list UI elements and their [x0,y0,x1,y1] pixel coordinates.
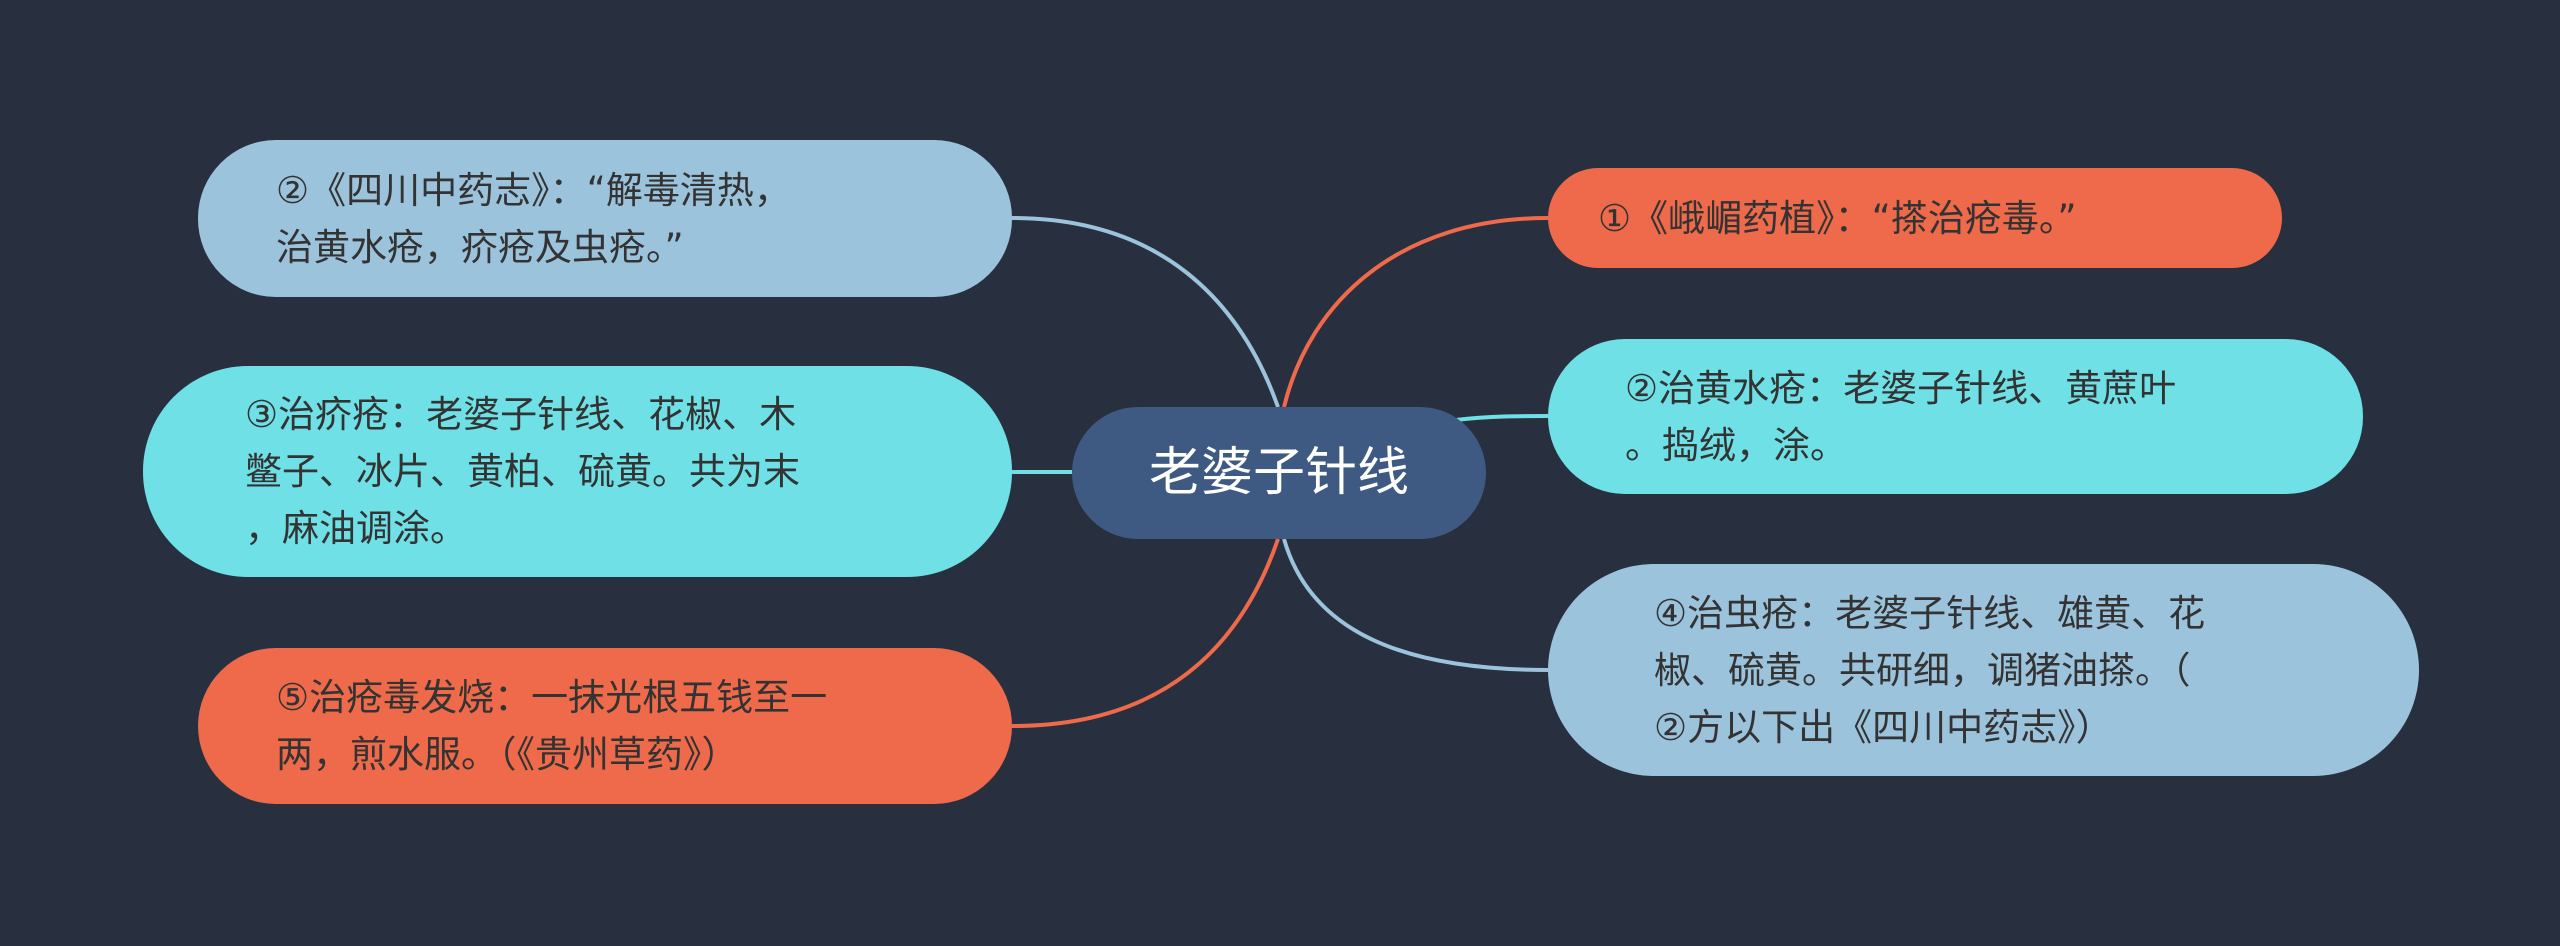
root-topic-node[interactable]: 老婆子针线 [1072,407,1486,539]
topic-node-left-3[interactable]: ⑤治疮毒发烧：一抹光根五钱至一 两，煎水服。（《贵州草药》） [198,648,1012,804]
connector-left-1 [1011,216,1280,408]
topic-text: ④治虫疮：老婆子针线、雄黄、花 椒、硫黄。共研细，调猪油搽。（ ②方以下出《四川… [1654,591,2206,749]
connector-left-3 [1011,538,1280,728]
topic-node-left-2[interactable]: ③治疥疮：老婆子针线、花椒、木 鳖子、冰片、黄柏、硫黄。共为末 ，麻油调涂。 [143,366,1012,577]
topic-text: ⑤治疮毒发烧：一抹光根五钱至一 两，煎水服。（《贵州草药》） [276,676,828,776]
topic-text: ③治疥疮：老婆子针线、花椒、木 鳖子、冰片、黄柏、硫黄。共为末 ，麻油调涂。 [245,393,800,550]
topic-node-right-1[interactable]: ①《峨嵋药植》：“搽治疮毒。” [1548,168,2282,268]
connector-right-1 [1282,216,1549,408]
topic-node-left-1[interactable]: ②《四川中药志》：“解毒清热， 治黄水疮，疥疮及虫疮。” [198,140,1012,297]
topic-node-right-3[interactable]: ④治虫疮：老婆子针线、雄黄、花 椒、硫黄。共研细，调猪油搽。（ ②方以下出《四川… [1548,564,2419,776]
topic-node-right-2[interactable]: ②治黄水疮：老婆子针线、黄蔗叶 。捣绒，涂。 [1548,339,2363,494]
topic-text: ②治黄水疮：老婆子针线、黄蔗叶 。捣绒，涂。 [1625,366,2177,467]
connector-right-2 [1455,414,1549,422]
topic-text: ②《四川中药志》：“解毒清热， 治黄水疮，疥疮及虫疮。” [276,168,791,269]
topic-text: ①《峨嵋药植》：“搽治疮毒。” [1598,196,2077,240]
connector-right-3 [1282,538,1549,672]
root-topic-label: 老婆子针线 [1148,442,1409,503]
